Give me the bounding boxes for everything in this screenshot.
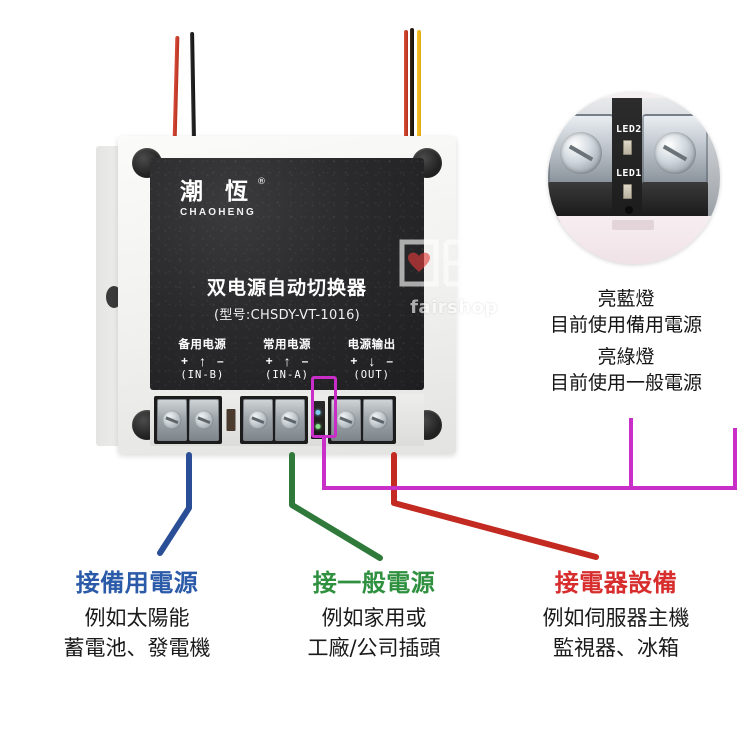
led1-indicator: [315, 424, 321, 429]
terminal-legend-out: 电源输出 + ↓ – (OUT): [329, 336, 414, 381]
terminal-pair-in-a: [240, 396, 308, 444]
terminal-block: [150, 394, 424, 446]
inset-led1-component: [623, 184, 632, 199]
polarity-minus: –: [217, 354, 224, 368]
polarity-plus: +: [350, 354, 358, 368]
wire-red: [404, 30, 408, 140]
led-highlight-box: [311, 376, 337, 438]
caption-heading: 接備用電源: [75, 569, 199, 597]
inset-led-strip: LED2 LED1: [612, 98, 642, 238]
terminal-pair-out: [328, 396, 396, 444]
terminal-polarity-row: + ↑ –: [160, 354, 245, 368]
polarity-minus: –: [386, 354, 394, 368]
led-green-description: 目前使用一般電源: [549, 372, 702, 394]
terminal-polarity-row: + ↑ –: [245, 354, 330, 368]
product-model: (型号:CHSDY-VT-1016): [213, 308, 361, 323]
caption-normal-power: 接一般電源 例如家用或 工廠/公司插頭: [258, 563, 490, 663]
caption-line-2: 工廠/公司插頭: [307, 636, 441, 660]
inset-terminal-housing-right: [642, 114, 708, 188]
wire-yellow: [417, 30, 421, 140]
brand-name-en: CHAOHENG: [180, 207, 256, 219]
device-faceplate: 潮 恆 ® CHAOHENG 双电源自动切换器 (型号:CHSDY-VT-101…: [150, 158, 424, 390]
caption-line-1: 例如家用或: [321, 606, 427, 630]
led-closeup-inset: LED2 LED1: [548, 92, 720, 264]
terminal-legend-in-a: 常用电源 + ↑ – (IN-A): [245, 336, 330, 381]
inset-terminal-plate: LED2 LED1: [548, 98, 720, 238]
caption-line-1: 例如太陽能: [84, 606, 190, 630]
inset-screw: [654, 132, 696, 174]
leader-line-backup: [157, 452, 192, 556]
wire-black: [410, 28, 414, 140]
inset-housing-notch: [612, 220, 654, 230]
arrow-up-icon: ↑: [283, 353, 291, 369]
inset-terminal-base-left: [548, 182, 614, 222]
input-b-wires: [172, 31, 212, 141]
caption-heading: 接一般電源: [312, 569, 436, 597]
terminal-legend-in-b: 备用电源 + ↑ – (IN-B): [160, 336, 245, 381]
arrow-down-icon: ↓: [368, 353, 376, 369]
led-blue-title: 亮藍燈: [597, 288, 655, 310]
terminal-port-code: (IN-A): [265, 369, 309, 381]
caption-heading: 接電器設備: [554, 569, 678, 597]
wire-black: [190, 31, 196, 141]
polarity-plus: +: [265, 354, 273, 368]
inset-screw: [560, 132, 602, 174]
inset-housing-base: [548, 216, 720, 264]
product-title: 双电源自动切换器: [206, 277, 367, 299]
inset-terminal-housing-left: [548, 114, 614, 188]
terminal-port-code: (IN-B): [180, 369, 225, 381]
leader-line-normal: [289, 452, 383, 561]
registered-trademark-icon: ®: [257, 177, 267, 187]
led-indicator-window: [309, 398, 327, 442]
inset-led2-component: [623, 140, 632, 155]
arrow-up-icon: ↑: [199, 353, 206, 369]
leader-line-load: [391, 452, 599, 560]
led-status-text: 亮藍燈 目前使用備用電源 亮綠燈 目前使用一般電源: [500, 286, 752, 396]
caption-backup-power: 接備用電源 例如太陽能 蓄電池、發電機: [12, 563, 262, 663]
terminal-legend-label: 电源输出: [347, 337, 396, 351]
terminal-screw: [243, 399, 273, 441]
caption-line-1: 例如伺服器主機: [542, 606, 690, 630]
terminal-polarity-row: + ↓ –: [329, 354, 414, 368]
wire-red: [172, 35, 180, 141]
brand-name-cn-text: 潮 恆: [180, 179, 256, 205]
inset-led1-label: LED1: [616, 168, 642, 179]
caption-line-2: 監視器、冰箱: [553, 636, 679, 660]
caption-line-2: 蓄電池、發電機: [63, 636, 211, 660]
power-transfer-switch-device: 潮 恆 ® CHAOHENG 双电源自动切换器 (型号:CHSDY-VT-101…: [96, 136, 456, 454]
brand-name-cn: 潮 恆 ®: [180, 177, 266, 205]
terminal-screw: [189, 399, 219, 441]
terminal-screw: [363, 399, 393, 441]
terminal-legend-group: 备用电源 + ↑ – (IN-B) 常用电源 + ↑ –: [150, 336, 424, 381]
inset-pcb-hole: [625, 206, 633, 214]
terminal-screw: [157, 399, 187, 441]
polarity-minus: –: [301, 354, 309, 368]
caption-load-equipment: 接電器設備 例如伺服器主機 監視器、冰箱: [484, 563, 748, 663]
terminal-pair-in-b: [154, 396, 222, 444]
terminal-divider: [222, 399, 240, 441]
inset-led2-label: LED2: [616, 124, 642, 135]
terminal-legend-label: 备用电源: [178, 337, 227, 351]
brand-logo: 潮 恆 ® CHAOHENG: [180, 177, 266, 219]
terminal-screw: [275, 399, 305, 441]
terminal-port-code: (OUT): [353, 369, 390, 381]
inset-terminal-base-right: [642, 182, 708, 222]
led-blue-description: 目前使用備用電源: [549, 314, 702, 336]
led-green-title: 亮綠燈: [597, 346, 655, 368]
terminal-legend-label: 常用电源: [263, 337, 311, 351]
polarity-plus: +: [180, 354, 188, 368]
output-wires: [404, 28, 434, 140]
device-housing: 潮 恆 ® CHAOHENG 双电源自动切换器 (型号:CHSDY-VT-101…: [118, 136, 456, 454]
led2-indicator: [315, 410, 321, 415]
